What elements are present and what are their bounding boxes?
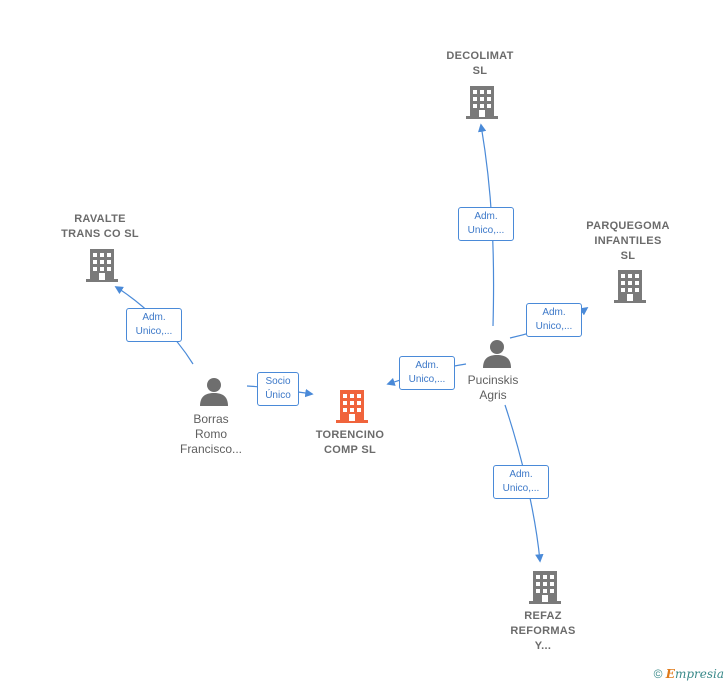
edge-label-borras-ravalte[interactable]: Adm. Unico,... bbox=[126, 308, 182, 342]
node-label-borras[interactable]: Borras Romo Francisco... bbox=[179, 412, 242, 456]
node-label-torencino[interactable]: TORENCINO COMP SL bbox=[315, 429, 385, 456]
edge-label-pucinskis-refaz[interactable]: Adm. Unico,... bbox=[493, 465, 549, 499]
edge-label-pucinskis-decolimat[interactable]: Adm. Unico,... bbox=[458, 207, 514, 241]
person-icon-pucinskis[interactable] bbox=[481, 339, 513, 369]
building-icon-decolimat[interactable] bbox=[465, 84, 499, 120]
edge-label-pucinskis-parquegoma[interactable]: Adm. Unico,... bbox=[526, 303, 582, 337]
building-icon-refaz[interactable] bbox=[528, 569, 562, 605]
node-label-ravalte[interactable]: RAVALTE TRANS CO SL bbox=[61, 213, 139, 240]
edge-label-borras-torencino[interactable]: Socio Único bbox=[257, 372, 299, 406]
building-icon-parquegoma[interactable] bbox=[613, 268, 647, 304]
node-label-refaz[interactable]: REFAZ REFORMAS Y... bbox=[510, 610, 576, 652]
brand-footer: © Empresia bbox=[654, 667, 724, 681]
building-icon-ravalte[interactable] bbox=[85, 247, 119, 283]
node-label-parquegoma[interactable]: PARQUEGOMA INFANTILES SL bbox=[586, 220, 670, 262]
node-label-decolimat[interactable]: DECOLIMAT SL bbox=[446, 50, 514, 77]
edge-label-pucinskis-torencino[interactable]: Adm. Unico,... bbox=[399, 356, 455, 390]
brand-logo: Empresia bbox=[665, 667, 724, 681]
node-label-pucinskis[interactable]: Pucinskis Agris bbox=[467, 373, 519, 402]
building-icon-torencino[interactable] bbox=[335, 388, 369, 424]
copyright-icon: © bbox=[653, 667, 663, 681]
person-icon-borras[interactable] bbox=[198, 377, 230, 407]
